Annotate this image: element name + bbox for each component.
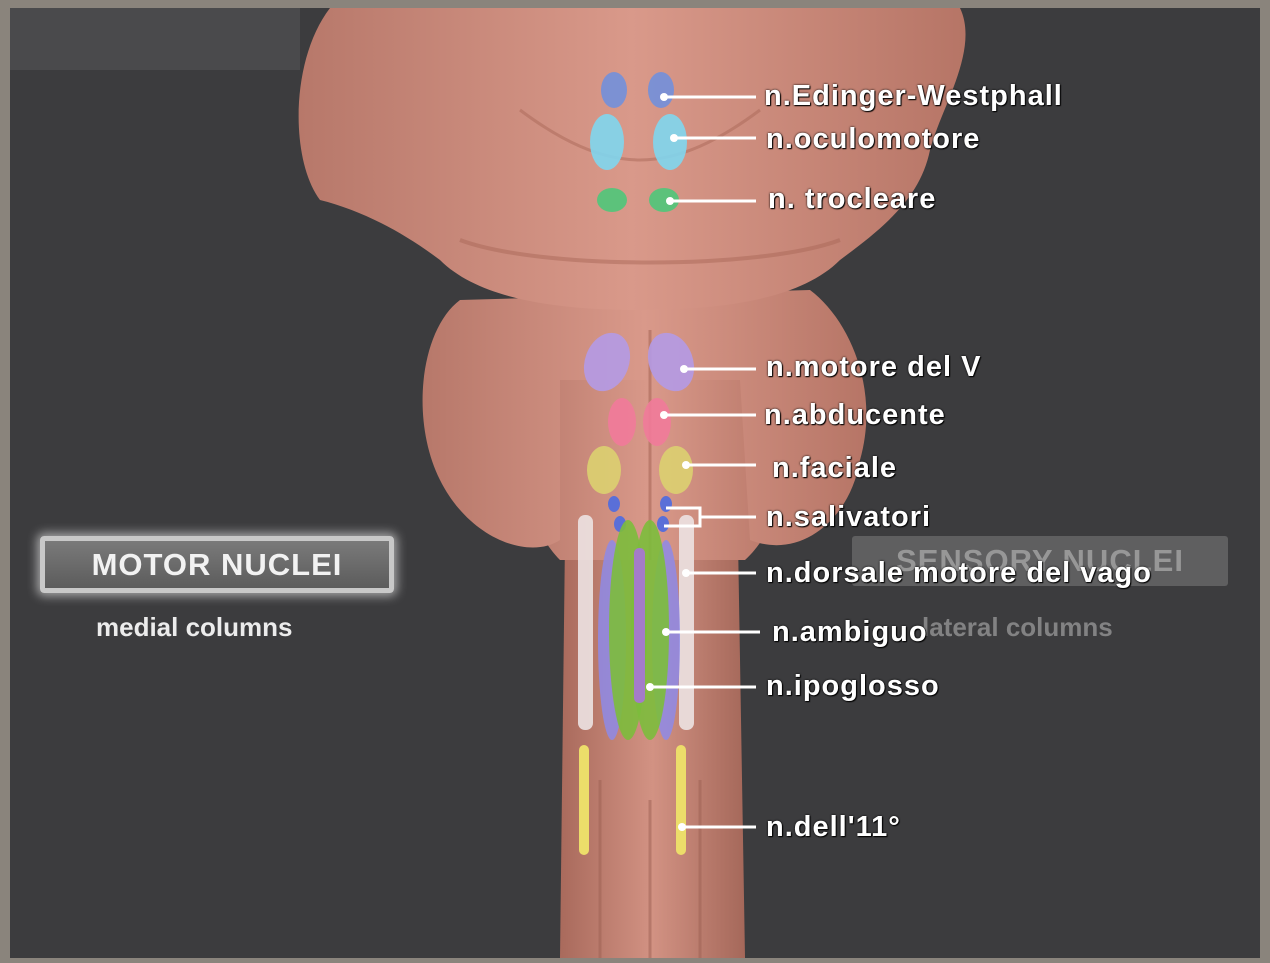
label-trocleare: n. trocleare: [768, 183, 936, 216]
label-motore-del-v: n.motore del V: [766, 351, 981, 384]
facial-nucleus-right: [659, 446, 693, 494]
label-edinger-westphall: n.Edinger-Westphall: [764, 80, 1063, 113]
oculomotor-nucleus-left: [590, 114, 624, 170]
label-ambiguo: n.ambiguo: [772, 616, 928, 649]
label-dell-11: n.dell'11°: [766, 811, 901, 844]
medial-columns-subtitle: medial columns: [96, 612, 293, 643]
abducens-nucleus-right: [643, 398, 671, 446]
abducens-nucleus-left: [608, 398, 636, 446]
hypoglossal-midline: [634, 548, 645, 703]
salivatory-nucleus-left-upper: [608, 496, 620, 512]
trochlear-nucleus-left: [597, 188, 627, 212]
oculomotor-nucleus-right: [653, 114, 687, 170]
sensory-columns-subtitle: lateral columns: [922, 612, 1113, 643]
salivatory-nucleus-right-lower: [657, 516, 669, 532]
diagram-frame: SENSORY NUCLEI lateral columns n.Edinger…: [10, 8, 1260, 958]
dorsal-vagal-nucleus-left: [578, 515, 593, 730]
salivatory-nucleus-right-upper: [660, 496, 672, 512]
motor-nuclei-button[interactable]: MOTOR NUCLEI: [40, 536, 394, 593]
edinger-nucleus-left: [601, 72, 627, 108]
label-dorsale-motore-del-vago: n.dorsale motore del vago: [766, 557, 1152, 590]
accessory-nucleus-right: [676, 745, 686, 855]
label-faciale: n.faciale: [772, 452, 897, 485]
label-ipoglosso: n.ipoglosso: [766, 670, 940, 703]
edinger-nucleus-right: [648, 72, 674, 108]
dorsal-vagal-nucleus-right: [679, 515, 694, 730]
label-abducente: n.abducente: [764, 399, 946, 432]
label-salivatori: n.salivatori: [766, 501, 931, 534]
top-left-shade: [10, 8, 300, 70]
accessory-nucleus-left: [579, 745, 589, 855]
brainstem-illustration: [10, 8, 1260, 958]
label-oculomotore: n.oculomotore: [766, 123, 980, 156]
facial-nucleus-left: [587, 446, 621, 494]
